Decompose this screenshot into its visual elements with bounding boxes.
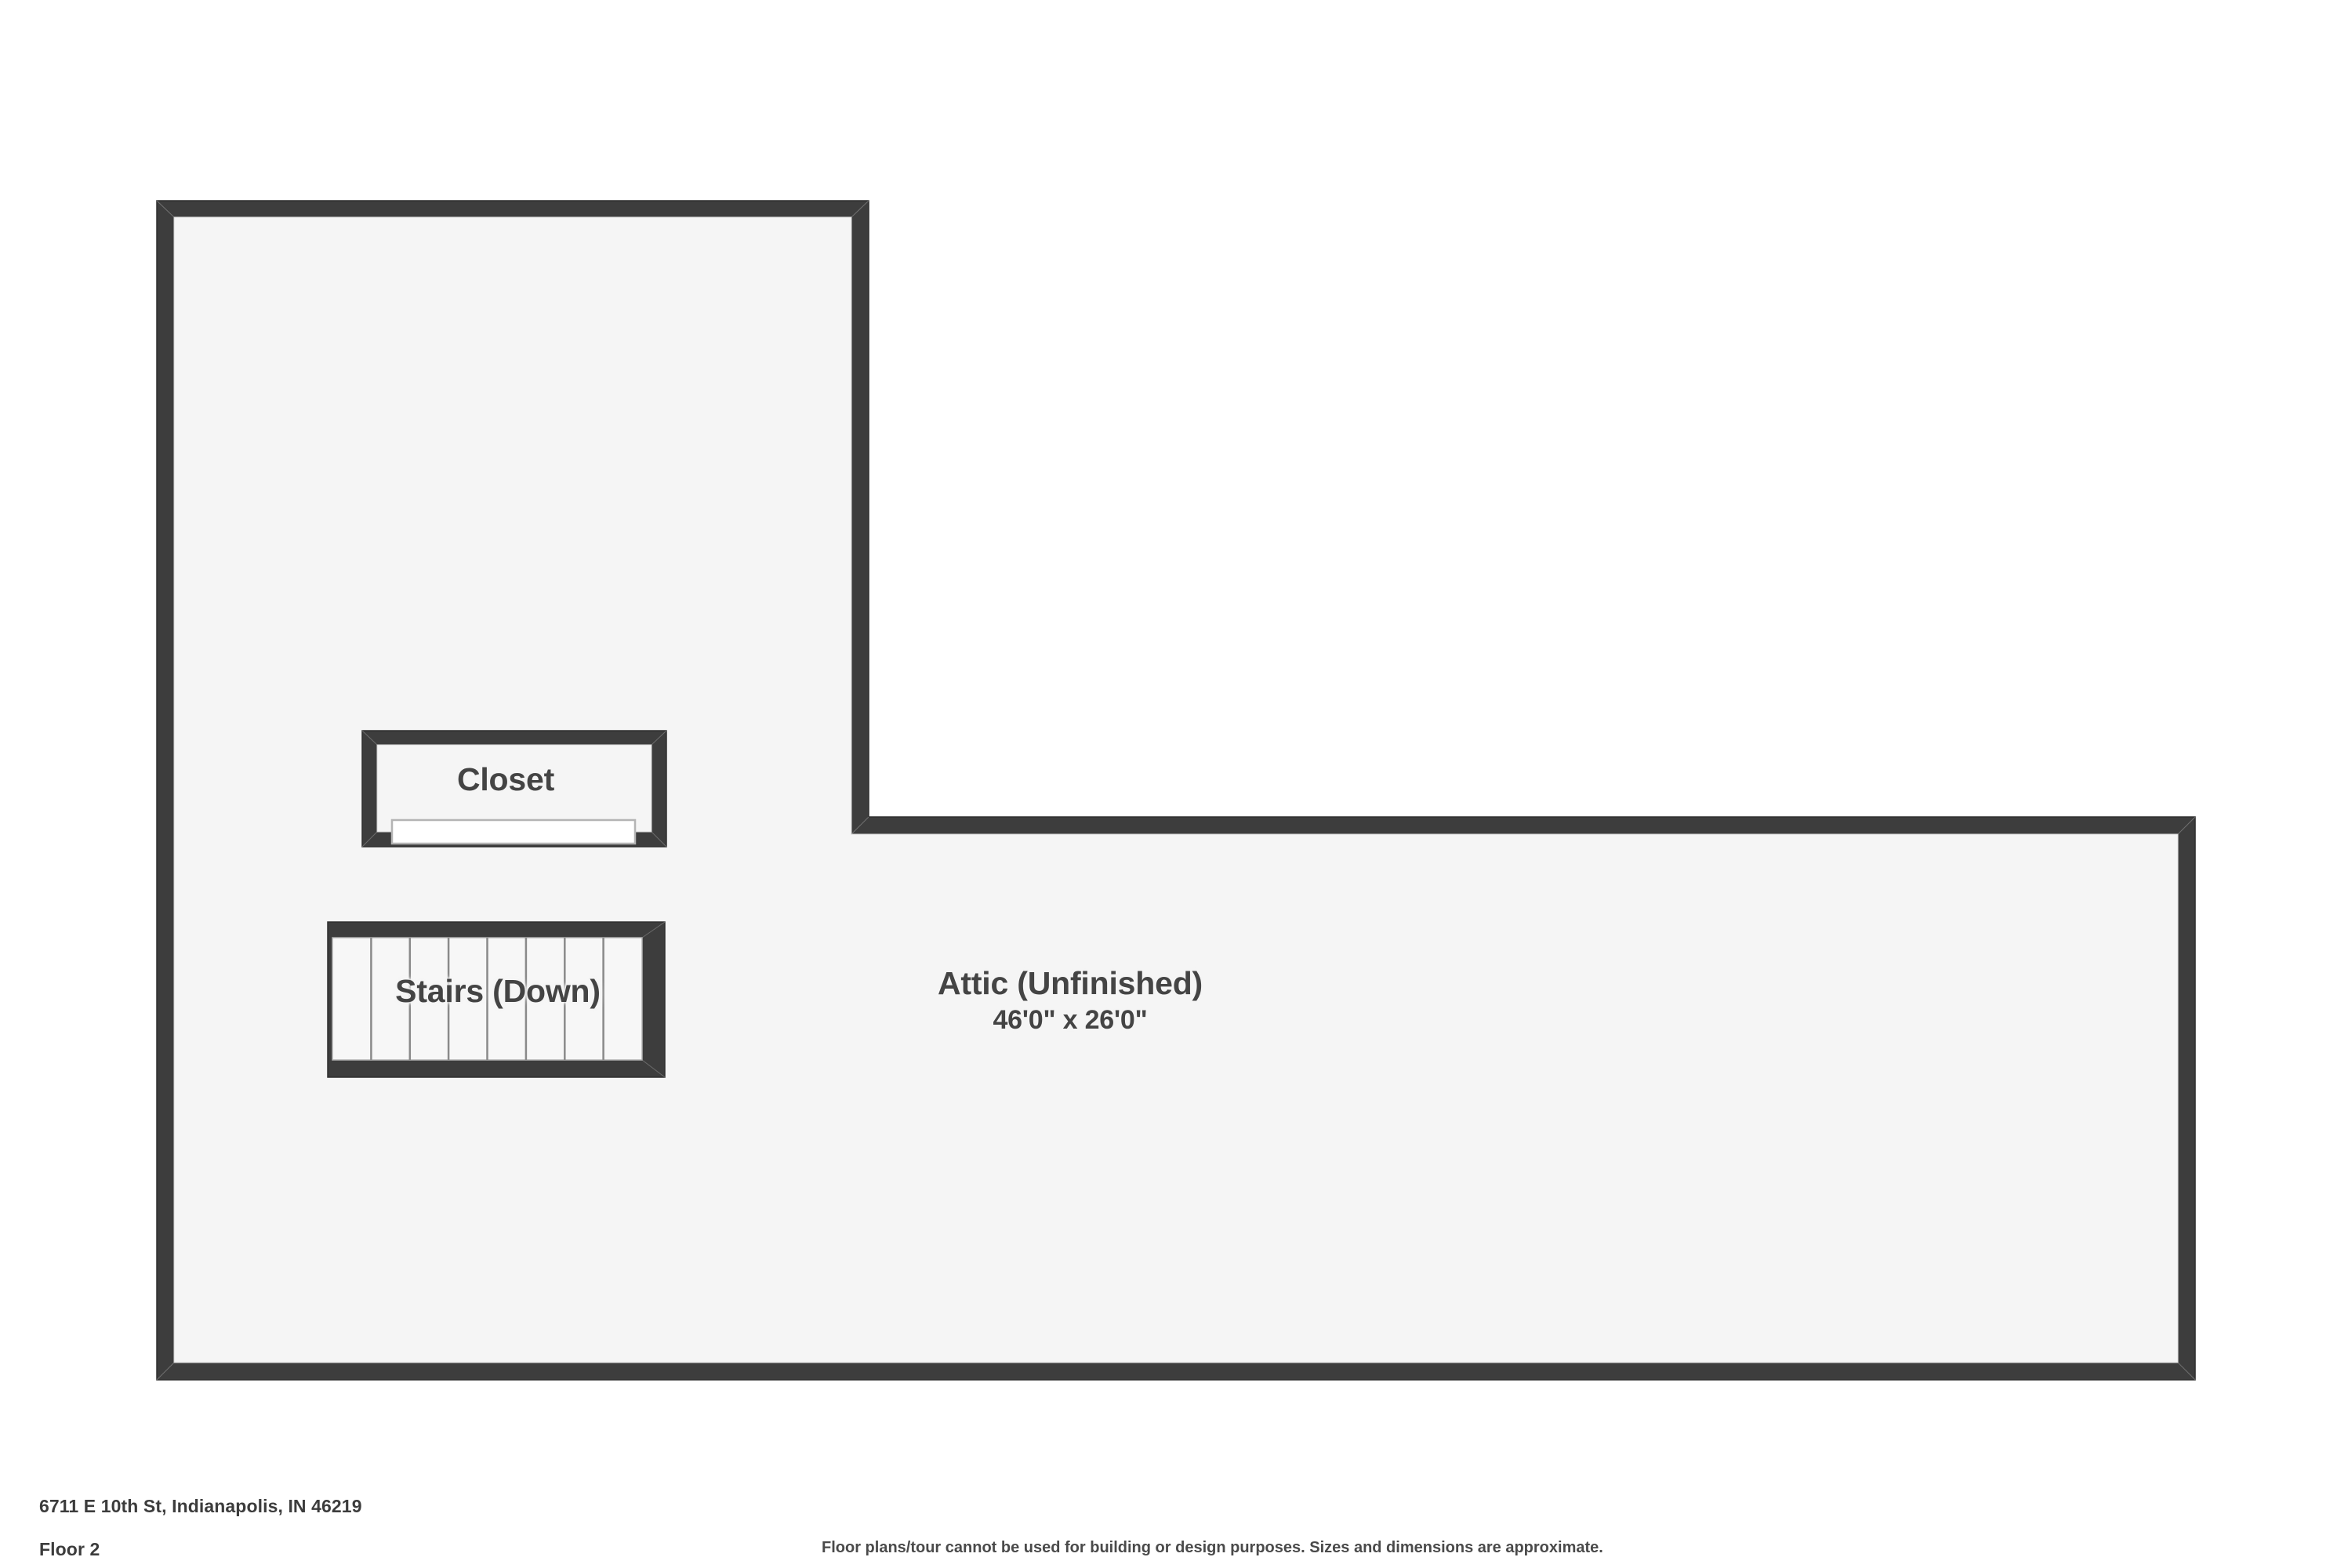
attic-name: Attic (Unfinished) — [937, 965, 1203, 1001]
stairs-name: Stairs (Down) — [395, 973, 601, 1009]
stair-treads — [370, 938, 604, 1060]
closet-name: Closet — [456, 761, 555, 797]
closet-miter-lines — [361, 730, 667, 848]
footer-floor-label: Floor 2 — [39, 1539, 100, 1559]
wall-miter-lines — [156, 200, 2196, 1381]
room-label-attic: Attic (Unfinished) 46'0" x 26'0" — [835, 965, 1305, 1035]
closet-floor — [376, 744, 652, 833]
footer-address: 6711 E 10th St, Indianapolis, IN 46219 — [39, 1496, 362, 1516]
room-label-stairs: Stairs (Down) — [286, 973, 710, 1010]
stairs-miter-lines — [641, 921, 666, 1078]
stairs-group — [327, 921, 666, 1078]
closet-door — [390, 818, 637, 845]
closet-group — [361, 730, 667, 848]
room-label-closet: Closet — [318, 761, 694, 798]
footer-disclaimer: Floor plans/tour cannot be used for buil… — [822, 1539, 1603, 1556]
attic-dimensions: 46'0" x 26'0" — [993, 1004, 1148, 1035]
